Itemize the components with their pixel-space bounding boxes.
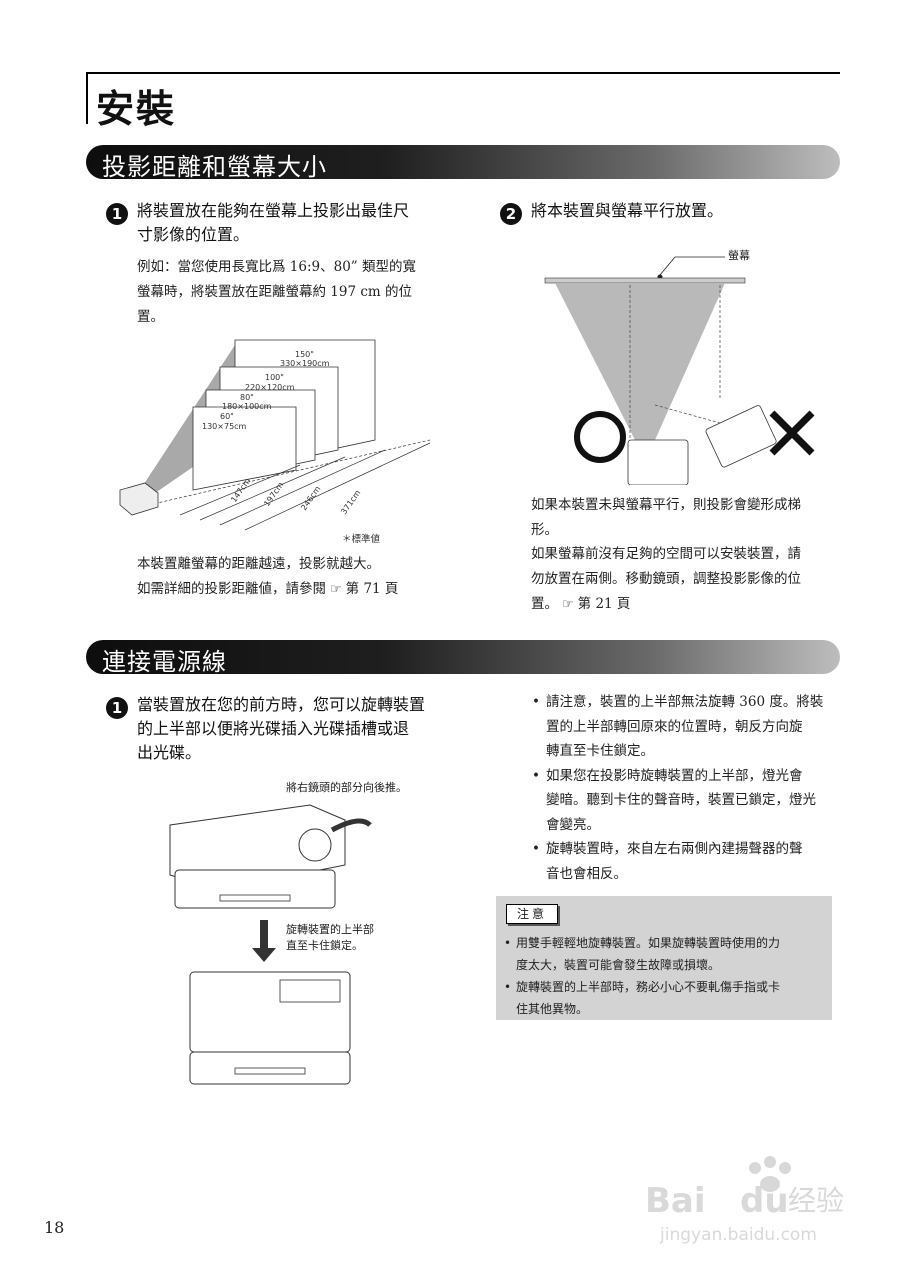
- caution-item: 旋轉裝置的上半部時，務必小心不要軋傷手指或卡 住其他異物。: [502, 976, 824, 1020]
- step-text-line: 的上半部以便將光碟插入光碟插槽或退: [137, 719, 410, 738]
- caution-line: 住其他異物。: [516, 1002, 589, 1016]
- watermark-cn: 经验: [788, 1184, 844, 1217]
- note-line: 如果螢幕前沒有足夠的空間可以安裝裝置，請: [531, 546, 801, 562]
- caution-item: 用雙手輕輕地旋轉裝置。如果旋轉裝置時使用的力 度太大，裝置可能會發生故障或損壞。: [502, 932, 824, 976]
- size-label: 80": [240, 393, 254, 402]
- example-line: 置。: [137, 309, 164, 325]
- screen-label: 螢幕: [728, 248, 750, 262]
- step-text: 將裝置放在能夠在螢幕上投影出最佳尺 寸影像的位置。: [137, 199, 409, 247]
- baidu-watermark: Bai du 经验 jingyan.baidu.com: [645, 1156, 844, 1245]
- down-arrow-icon: [252, 948, 276, 962]
- section-title: 投影距離和螢幕大小: [102, 153, 327, 181]
- figure-caption: 旋轉裝置的上半部 直至卡住鎖定。: [286, 922, 374, 954]
- distance-label: 246cm: [299, 484, 322, 512]
- watermark-url: jingyan.baidu.com: [659, 1225, 817, 1245]
- watermark-brand2: du: [740, 1181, 789, 1221]
- projection-beam: [555, 283, 725, 440]
- distance-label: 197cm: [262, 480, 285, 508]
- lens-icon: [298, 828, 332, 862]
- watermark-brand: Bai: [645, 1181, 706, 1221]
- size-label: 220×120cm: [245, 383, 295, 392]
- step-number: 1: [106, 697, 128, 719]
- step-number: 1: [106, 203, 128, 225]
- rotate-arrow-icon: [330, 818, 372, 833]
- paw-icon: [749, 1162, 761, 1174]
- caption-line: 旋轉裝置的上半部: [286, 923, 374, 936]
- step-number: 2: [500, 203, 522, 225]
- section-title: 連接電源線: [102, 648, 227, 676]
- list-line: 置的上半部轉回原來的位置時，朝反方向旋: [546, 718, 803, 735]
- ok-mark: [574, 411, 626, 463]
- page-number: 18: [44, 1218, 65, 1237]
- list-line: 如果您在投影時旋轉裝置的上半部，燈光會: [546, 767, 803, 784]
- title-rule: [86, 72, 840, 74]
- section-header-power: 連接電源線: [86, 640, 840, 676]
- step-text-line: 當裝置放在您的前方時，您可以旋轉裝置: [137, 695, 426, 714]
- example-line: 螢幕時，將裝置放在距離螢幕約 197 cm 的位: [137, 284, 413, 300]
- section-header-projection: 投影距離和螢幕大小: [86, 145, 840, 181]
- caution-line: 用雙手輕輕地旋轉裝置。如果旋轉裝置時使用的力: [516, 936, 781, 950]
- list-item: 旋轉裝置時，來自左右兩側內建揚聲器的聲 音也會相反。: [530, 837, 840, 886]
- page-title: 安裝: [96, 87, 177, 131]
- caution-line: 旋轉裝置的上半部時，務必小心不要軋傷手指或卡: [516, 980, 781, 994]
- list-line: 轉直至卡住鎖定。: [546, 743, 654, 759]
- footnote: ＊標準値: [342, 533, 381, 545]
- note-text: 置。: [531, 596, 558, 612]
- parallel-note: 如果本裝置未與螢幕平行，則投影會變形成梯 形。: [531, 493, 801, 543]
- note-line: 如需詳細的投影距離値，請參閱 ☞第 71 頁: [137, 577, 398, 602]
- projector-angled: [705, 405, 777, 468]
- projection-distance-figure: 150" 330×190cm 100" 220×120cm 80" 180×10…: [119, 339, 431, 545]
- distance-note: 本裝置離螢幕的距離越遠，投影就越大。 如需詳細的投影距離値，請參閱 ☞第 71 頁: [137, 552, 398, 602]
- step-text-line: 出光碟。: [137, 743, 202, 762]
- list-line: 旋轉裝置時，來自左右兩側內建揚聲器的聲: [546, 841, 803, 857]
- device-top-rotated: [169, 804, 346, 891]
- step-text-line: 將裝置放在能夠在螢幕上投影出最佳尺: [137, 201, 410, 220]
- size-label: 150": [295, 350, 314, 359]
- distance-label: 371cm: [339, 488, 362, 516]
- rotate-device-figure: [169, 804, 372, 1085]
- page-ref-link[interactable]: 第 71 頁: [345, 581, 399, 597]
- step-text: 將本裝置與螢幕平行放置。: [531, 201, 724, 220]
- placement-note: 如果螢幕前沒有足夠的空間可以安裝裝置，請 勿放置在兩側。移動鏡頭，調整投影影像的…: [531, 542, 801, 617]
- list-line: 變暗。聽到卡住的聲音時，裝置已鎖定，燈光: [546, 792, 816, 808]
- caution-label: 注意: [506, 904, 558, 924]
- step-text-line: 寸影像的位置。: [137, 225, 250, 244]
- screen-bar: [544, 277, 746, 284]
- note-line: 勿放置在兩側。移動鏡頭，調整投影影像的位: [531, 571, 801, 587]
- screen-60: [192, 406, 297, 491]
- list-item: 如果您在投影時旋轉裝置的上半部，燈光會 變暗。聽到卡住的聲音時，裝置已鎖定，燈光…: [530, 764, 840, 838]
- caption-line: 直至卡住鎖定。: [286, 939, 363, 952]
- page-ref-icon: ☞: [330, 582, 342, 597]
- note-line: 形。: [531, 522, 558, 538]
- caution-box: 注意 用雙手輕輕地旋轉裝置。如果旋轉裝置時使用的力 度太大，裝置可能會發生故障或…: [496, 896, 832, 1020]
- device-base: [174, 869, 336, 909]
- note-line: 置。 ☞第 21 頁: [531, 592, 801, 617]
- caution-line: 度太大，裝置可能會發生故障或損壞。: [516, 958, 721, 972]
- caution-list: 用雙手輕輕地旋轉裝置。如果旋轉裝置時使用的力 度太大，裝置可能會發生故障或損壞。…: [502, 932, 824, 1020]
- size-label: 130×75cm: [202, 422, 247, 431]
- list-line: 音也會相反。: [546, 865, 627, 882]
- example-text: 例如：當您使用長寬比爲 16:9、80” 類型的寬 螢幕時，將裝置放在距離螢幕約…: [137, 255, 416, 330]
- projector-icon: [119, 482, 159, 516]
- parallel-placement-figure: 螢幕: [544, 248, 815, 485]
- note-line: 本裝置離螢幕的距離越遠，投影就越大。: [137, 556, 380, 572]
- step-text: 當裝置放在您的前方時，您可以旋轉裝置 的上半部以便將光碟插入光碟插槽或退 出光碟…: [137, 693, 425, 765]
- title-bar: [86, 72, 88, 124]
- projector-parallel: [627, 439, 689, 485]
- list-line: 會變亮。: [546, 816, 600, 833]
- size-label: 60": [220, 412, 234, 421]
- notes-list: 請注意，裝置的上半部無法旋轉 360 度。將裝 置的上半部轉回原來的位置時，朝反…: [530, 690, 840, 886]
- note-text: 如需詳細的投影距離値，請參閱: [137, 581, 326, 597]
- figure-caption: 將右鏡頭的部分向後推。: [286, 781, 407, 794]
- size-label: 330×190cm: [280, 359, 330, 368]
- size-label: 100": [265, 373, 284, 382]
- device-assembled: [189, 971, 351, 1053]
- size-label: 180×100cm: [222, 402, 272, 411]
- example-line: 例如：當您使用長寬比爲 16:9、80” 類型的寬: [137, 259, 416, 275]
- list-item: 請注意，裝置的上半部無法旋轉 360 度。將裝 置的上半部轉回原來的位置時，朝反…: [530, 690, 840, 764]
- page-ref-icon: ☞: [562, 597, 574, 612]
- note-line: 如果本裝置未與螢幕平行，則投影會變形成梯: [531, 497, 801, 513]
- list-line: 請注意，裝置的上半部無法旋轉 360 度。將裝: [546, 694, 824, 710]
- page-ref-link[interactable]: 第 21 頁: [577, 596, 631, 612]
